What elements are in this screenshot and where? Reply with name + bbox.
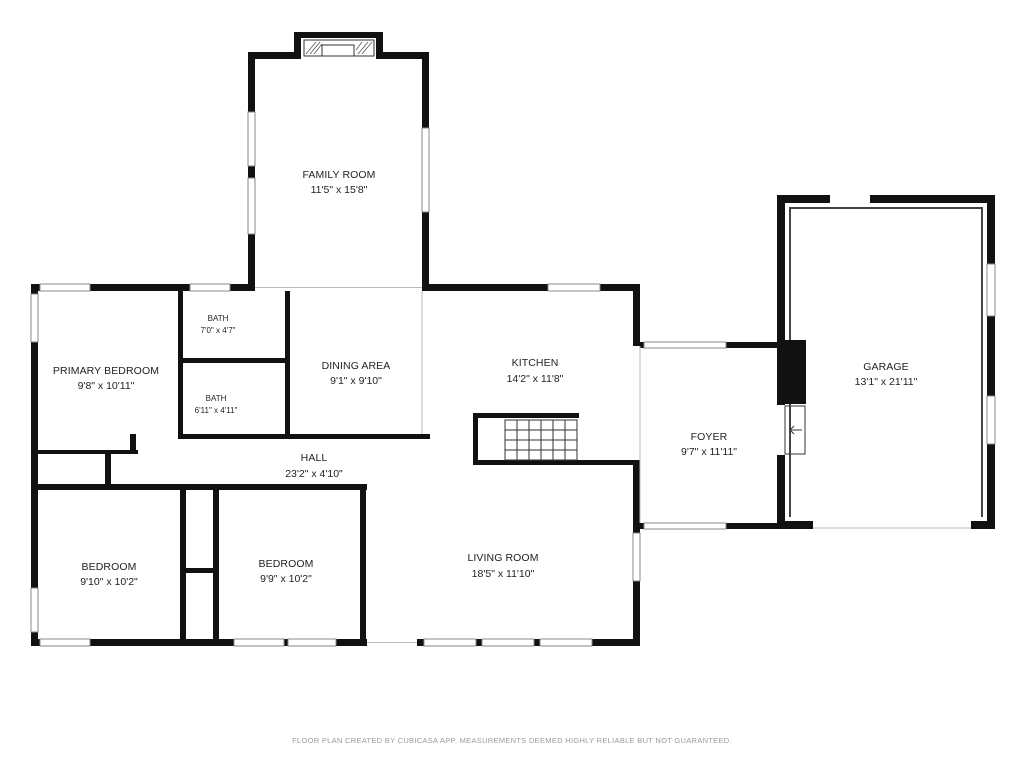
foyer-dims: 9'7" x 11'11" — [681, 446, 737, 458]
foyer-name: FOYER — [691, 431, 728, 443]
window — [30, 293, 39, 343]
window — [189, 283, 231, 292]
wall-garage-top-right — [870, 195, 995, 203]
wall-closet-a — [130, 434, 136, 454]
wall-stair-top — [473, 413, 579, 418]
wall-main-top-right — [422, 284, 640, 291]
garage-step-box — [784, 405, 806, 455]
wall-kitchen-living — [473, 460, 640, 465]
window — [547, 283, 601, 292]
stairs — [504, 419, 578, 461]
wall-bed-divider-b — [213, 484, 219, 642]
hall-dims: 23'2" x 4'10" — [285, 468, 343, 480]
garage-name: GARAGE — [863, 361, 909, 373]
opening — [633, 346, 640, 460]
dining-area-dims: 9'1" x 9'10" — [330, 375, 382, 387]
window — [643, 341, 727, 349]
window — [247, 177, 256, 235]
wall-garage-top-left — [777, 195, 830, 203]
wall-garage-bottom-right — [971, 521, 995, 529]
bedroom2-name: BEDROOM — [259, 558, 314, 570]
footer-disclaimer: FLOOR PLAN CREATED BY CUBICASA APP. MEAS… — [292, 736, 732, 745]
bath1-name: BATH — [208, 314, 229, 323]
wall-primary-bath — [178, 291, 183, 439]
wall-bath-bottom — [178, 434, 430, 439]
wall-family-top-left — [248, 52, 300, 59]
wall-bath-mid — [178, 358, 290, 363]
dining-area-name: DINING AREA — [322, 360, 391, 372]
wall-hall-bottom — [38, 484, 367, 490]
bedroom2-dims: 9'9" x 10'2" — [260, 573, 312, 585]
family-room-dims: 11'5" x 15'8" — [311, 184, 368, 196]
room-labels: FAMILY ROOM 11'5" x 15'8" PRIMARY BEDROO… — [53, 169, 918, 588]
wall-bath-right — [285, 291, 290, 439]
garage-dims: 13'1" x 21'11" — [855, 376, 918, 388]
kitchen-name: KITCHEN — [512, 357, 559, 369]
window — [247, 111, 256, 167]
wall-bed2-right — [360, 484, 366, 646]
fireplace-hatch — [357, 41, 369, 55]
garage-step — [784, 405, 806, 455]
wall-closet-shelf — [180, 568, 219, 573]
window — [287, 638, 337, 647]
living-room-dims: 18'5" x 11'10" — [472, 568, 535, 580]
fireplace-hatch — [313, 43, 323, 55]
opening — [777, 405, 785, 455]
wall-garage-inner — [789, 207, 983, 209]
hall-name: HALL — [301, 452, 328, 464]
primary-bedroom-dims: 9'8" x 10'11" — [78, 380, 135, 392]
wall-bed-divider-a — [180, 484, 186, 642]
wall-primary-bottom — [38, 450, 138, 454]
opening — [830, 195, 870, 203]
bedroom1-name: BEDROOM — [82, 561, 137, 573]
fireplace-hatch — [355, 41, 363, 51]
fireplace-hatch — [361, 41, 373, 55]
bath2-dims: 6'11" x 4'11" — [195, 406, 238, 415]
fireplace-hatch — [305, 41, 317, 55]
wall-family-top-right — [376, 52, 429, 59]
wall-garage-inner-right — [981, 207, 983, 517]
window — [30, 587, 39, 633]
garage-solid-block — [780, 340, 806, 404]
wall-closet-b — [105, 452, 111, 488]
fireplace-hatch — [309, 41, 321, 55]
wall-main-left — [31, 284, 38, 646]
window — [481, 638, 535, 647]
bedroom1-dims: 9'10" x 10'2" — [80, 576, 138, 588]
kitchen-dims: 14'2" x 11'8" — [507, 373, 564, 385]
window — [539, 638, 593, 647]
window — [986, 263, 996, 317]
bath2-name: BATH — [206, 394, 227, 403]
window — [986, 395, 996, 445]
window — [39, 638, 91, 647]
wall-family-left — [248, 52, 255, 288]
wall-stair-left — [473, 413, 478, 465]
wall-main-top-left — [31, 284, 255, 291]
window — [423, 638, 477, 647]
primary-bedroom-name: PRIMARY BEDROOM — [53, 365, 159, 377]
step-arrow-head — [789, 425, 795, 435]
opening-lines — [255, 287, 971, 643]
family-room-name: FAMILY ROOM — [302, 169, 375, 181]
fireplace — [303, 39, 375, 57]
windows — [30, 111, 996, 647]
opening — [813, 521, 971, 529]
living-room-name: LIVING ROOM — [467, 552, 538, 564]
wall-garage-bottom-left — [777, 521, 813, 529]
window — [643, 522, 727, 530]
wall-fireplace-left — [294, 32, 301, 59]
window — [233, 638, 285, 647]
wall-garage-right — [987, 195, 995, 529]
window — [632, 532, 641, 582]
window — [39, 283, 91, 292]
window — [421, 127, 430, 213]
fireplace-hearth — [321, 44, 355, 57]
wall-fireplace-top — [294, 32, 383, 38]
bath1-dims: 7'0" x 4'7" — [201, 326, 236, 335]
wall-fireplace-right — [376, 32, 383, 59]
